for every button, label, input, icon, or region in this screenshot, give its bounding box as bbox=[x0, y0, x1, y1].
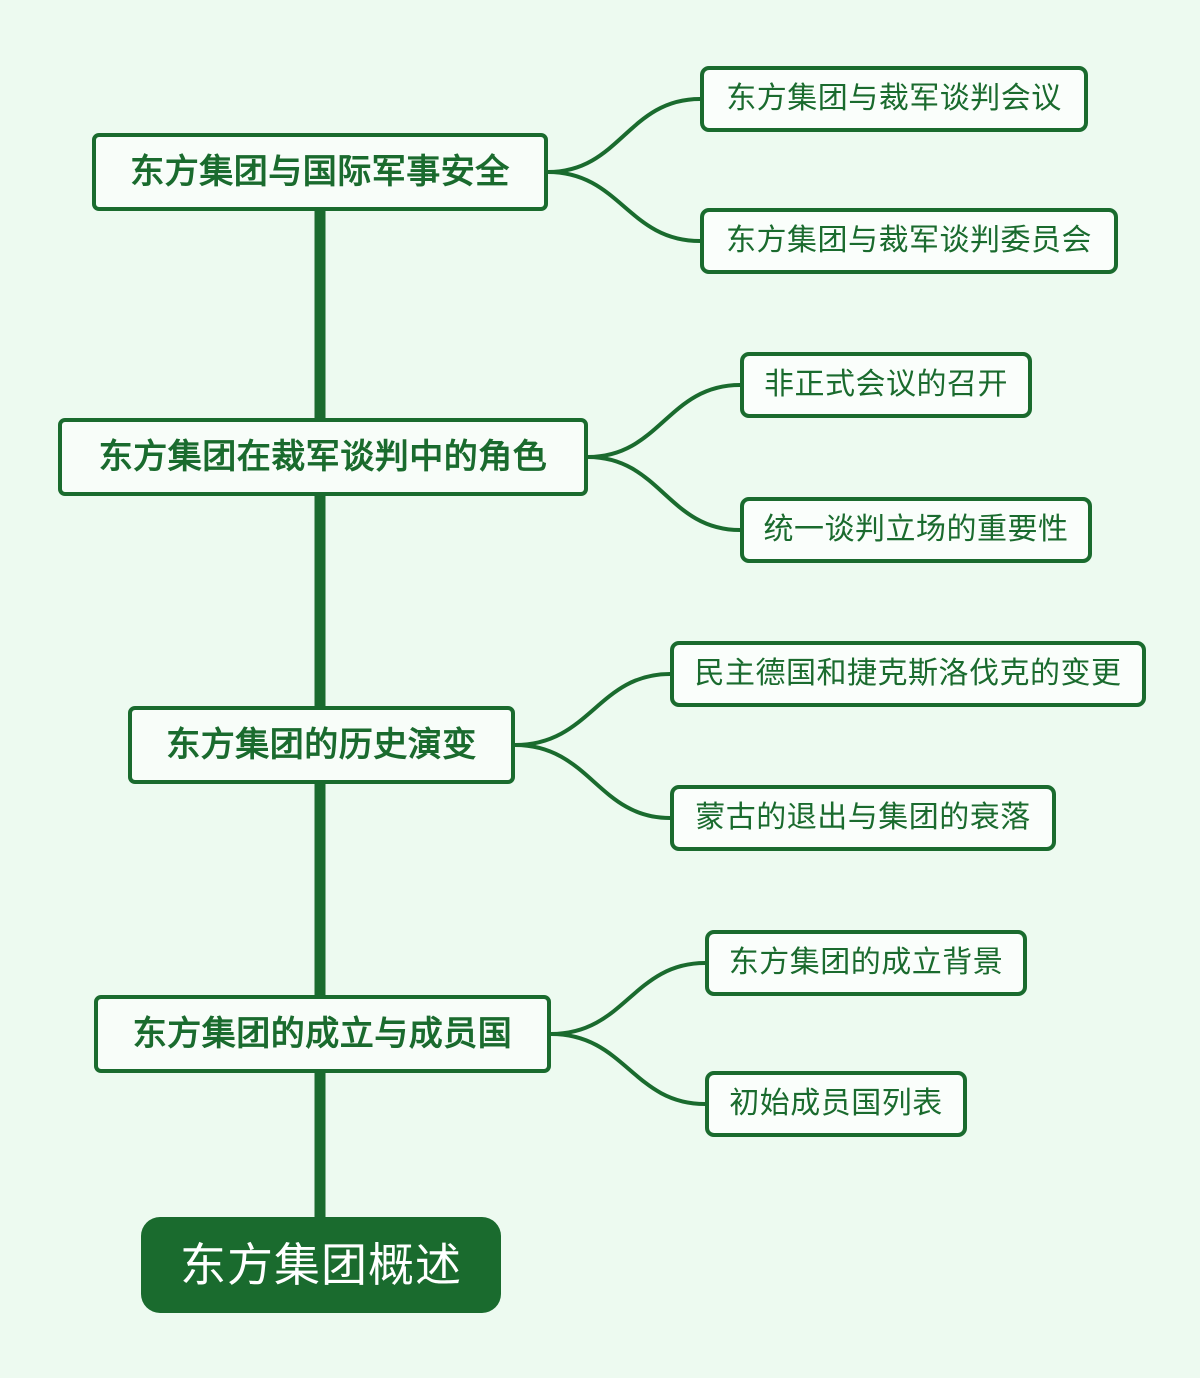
mindmap-leaf-node-4-2[interactable]: 初始成员国列表 bbox=[705, 1071, 967, 1137]
edge-branch3-leaf1 bbox=[514, 672, 671, 747]
mindmap-branch-label-4: 东方集团的成立与成员国 bbox=[132, 1015, 513, 1053]
edge-branch4-leaf1 bbox=[550, 961, 706, 1036]
mindmap-branch-label-3: 东方集团的历史演变 bbox=[166, 726, 477, 764]
mindmap-branch-node-2[interactable]: 东方集团在裁军谈判中的角色 bbox=[58, 418, 588, 496]
mindmap-leaf-label-2-2: 统一谈判立场的重要性 bbox=[763, 513, 1069, 546]
mindmap-leaf-label-4-1: 东方集团的成立背景 bbox=[728, 946, 1004, 979]
mindmap-leaf-node-1-1[interactable]: 东方集团与裁军谈判会议 bbox=[700, 66, 1088, 132]
mindmap-leaf-node-2-1[interactable]: 非正式会议的召开 bbox=[740, 352, 1032, 418]
edge-branch1-leaf2 bbox=[547, 170, 701, 243]
mindmap-leaf-label-2-1: 非正式会议的召开 bbox=[764, 368, 1008, 401]
edge-branch1-leaf1 bbox=[547, 97, 701, 174]
mindmap-leaf-label-1-2: 东方集团与裁军谈判委员会 bbox=[726, 224, 1092, 257]
mindmap-branch-node-3[interactable]: 东方集团的历史演变 bbox=[128, 706, 515, 784]
mindmap-leaf-node-3-2[interactable]: 蒙古的退出与集团的衰落 bbox=[670, 785, 1056, 851]
mindmap-leaf-label-4-2: 初始成员国列表 bbox=[729, 1087, 943, 1120]
mindmap-branch-label-1: 东方集团与国际军事安全 bbox=[130, 153, 510, 191]
mindmap-leaf-node-4-1[interactable]: 东方集团的成立背景 bbox=[705, 930, 1027, 996]
mindmap-root-node[interactable]: 东方集团概述 bbox=[141, 1217, 501, 1313]
mindmap-leaf-node-2-2[interactable]: 统一谈判立场的重要性 bbox=[740, 497, 1092, 563]
edge-branch4-leaf2 bbox=[550, 1032, 706, 1106]
mindmap-root-label: 东方集团概述 bbox=[180, 1239, 462, 1291]
mindmap-branch-node-1[interactable]: 东方集团与国际军事安全 bbox=[92, 133, 548, 211]
edge-branch2-leaf2 bbox=[587, 455, 741, 532]
mindmap-branch-node-4[interactable]: 东方集团的成立与成员国 bbox=[94, 995, 551, 1073]
mindmap-leaf-node-3-1[interactable]: 民主德国和捷克斯洛伐克的变更 bbox=[670, 641, 1146, 707]
edge-branch3-leaf2 bbox=[514, 743, 671, 820]
mindmap-branch-label-2: 东方集团在裁军谈判中的角色 bbox=[98, 438, 548, 476]
mindmap-leaf-label-3-1: 民主德国和捷克斯洛伐克的变更 bbox=[694, 657, 1122, 690]
mindmap-leaf-node-1-2[interactable]: 东方集团与裁军谈判委员会 bbox=[700, 208, 1118, 274]
mindmap-leaf-label-1-1: 东方集团与裁军谈判会议 bbox=[726, 82, 1062, 115]
mindmap-leaf-label-3-2: 蒙古的退出与集团的衰落 bbox=[695, 801, 1031, 834]
edge-branch2-leaf1 bbox=[587, 383, 741, 459]
